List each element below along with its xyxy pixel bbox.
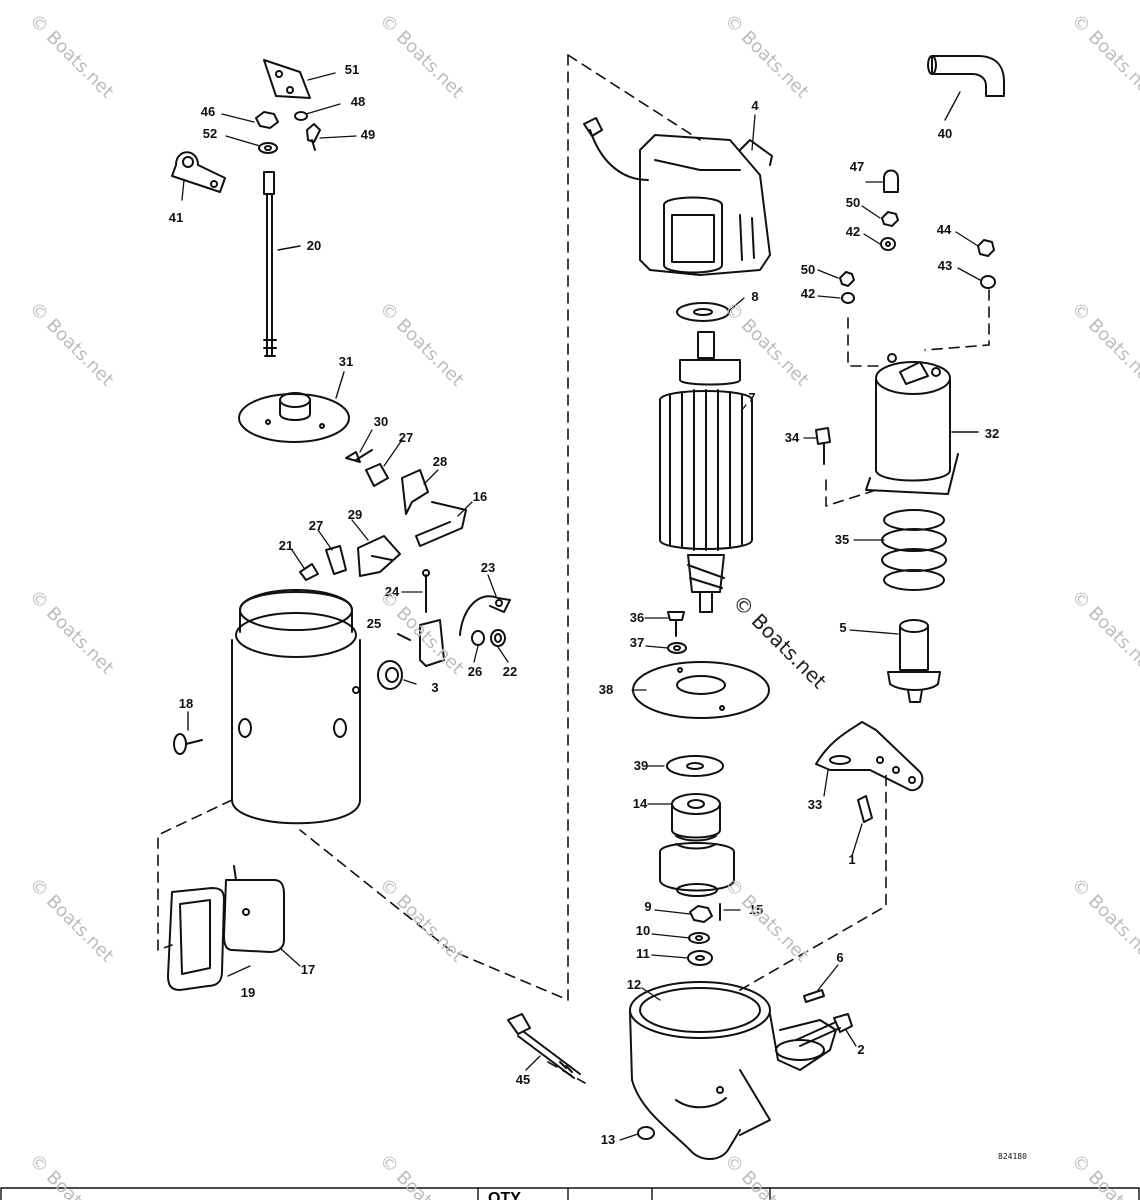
- callout-18: 18: [178, 696, 194, 711]
- callout-42b: 42: [800, 286, 816, 301]
- callout-42a: 42: [845, 224, 861, 239]
- part-51-bracket: [263, 59, 336, 99]
- part-13-nut: [637, 1126, 655, 1140]
- callout-9: 9: [644, 899, 652, 914]
- callout-17: 17: [300, 962, 316, 977]
- part-brush-hardware: [345, 449, 467, 547]
- callout-35: 35: [834, 532, 850, 547]
- part-41-clamp: [171, 151, 226, 193]
- callout-10: 10: [635, 923, 651, 938]
- part-38-plate: [632, 661, 770, 719]
- callout-30: 30: [373, 414, 389, 429]
- callout-5: 5: [839, 620, 847, 635]
- assembly-dash-lines: [157, 54, 990, 1084]
- part-8-washer: [676, 302, 730, 322]
- part-4-field-coil: [583, 117, 773, 276]
- callout-39: 39: [633, 758, 649, 773]
- part-36-37-screw-washer: [667, 611, 687, 654]
- callout-4: 4: [751, 98, 759, 113]
- callout-27b: 27: [308, 518, 324, 533]
- callout-7: 7: [748, 390, 756, 405]
- callout-36: 36: [629, 610, 645, 625]
- callout-43: 43: [937, 258, 953, 273]
- callout-8: 8: [751, 289, 759, 304]
- callout-21: 21: [278, 538, 294, 553]
- callout-2: 2: [857, 1042, 865, 1057]
- callout-47: 47: [849, 159, 865, 174]
- callout-12: 12: [626, 977, 642, 992]
- callout-50a: 50: [845, 195, 861, 210]
- diagram-code: 824180: [998, 1152, 1027, 1161]
- callout-34: 34: [784, 430, 800, 445]
- callout-27a: 27: [398, 430, 414, 445]
- part-45-bolt: [507, 1013, 581, 1079]
- part-20-through-bolt: [263, 171, 301, 357]
- part-35-spring: [881, 509, 947, 591]
- callout-45: 45: [515, 1072, 531, 1087]
- part-31-end-cap: [238, 371, 350, 443]
- callout-13: 13: [600, 1132, 616, 1147]
- part-12-drive-housing: [629, 981, 837, 1160]
- part-terminal-hardware: [397, 569, 511, 667]
- callout-25: 25: [366, 616, 382, 631]
- part-14-drive: [659, 793, 735, 897]
- part-frame-housing: [231, 589, 361, 825]
- callout-14: 14: [632, 796, 648, 811]
- part-7-armature: [659, 331, 753, 613]
- callout-11: 11: [636, 946, 650, 961]
- callout-51: 51: [344, 62, 360, 77]
- callout-52: 52: [202, 126, 218, 141]
- part-18-screw: [173, 711, 203, 755]
- callout-24: 24: [384, 584, 400, 599]
- callout-46: 46: [200, 104, 216, 119]
- callout-6: 6: [836, 950, 844, 965]
- part-16-brush-holder: [299, 535, 401, 581]
- callout-16: 29: [347, 507, 363, 522]
- callout-33: 33: [807, 797, 823, 812]
- part-solenoid-terminal-hardware: [839, 169, 996, 304]
- callout-23: 23: [480, 560, 496, 575]
- callout-31: 31: [338, 354, 354, 369]
- part-39-washer: [666, 755, 724, 777]
- part-40-boot: [927, 55, 1005, 121]
- table-header-qty: QTY: [488, 1190, 521, 1200]
- callout-38: 38: [598, 682, 614, 697]
- callout-41: 41: [168, 210, 184, 225]
- callout-1: 1: [848, 852, 856, 867]
- part-2-bolt-6-pin: [795, 989, 853, 1047]
- callout-20: 20: [306, 238, 322, 253]
- callout-26: 26: [467, 664, 483, 679]
- part-32-solenoid: [865, 353, 979, 495]
- part-19-gasket-17-cover: [167, 865, 285, 991]
- part-9-10-11-15-hardware: [687, 903, 721, 966]
- part-34-screw: [815, 427, 831, 465]
- callout-48: 48: [350, 94, 366, 109]
- part-hardware-top-left: [255, 111, 321, 154]
- callout-50b: 50: [800, 262, 816, 277]
- callout-49: 49: [360, 127, 376, 142]
- callout-3: 3: [431, 680, 439, 695]
- callout-29: 16: [472, 489, 488, 504]
- callout-32: 32: [984, 426, 1000, 441]
- callout-28: 28: [432, 454, 448, 469]
- callout-37: 37: [629, 635, 645, 650]
- callout-44: 44: [936, 222, 952, 237]
- callout-22: 22: [502, 664, 518, 679]
- part-33-lever-1-pin: [815, 721, 924, 823]
- callout-15: 15: [748, 902, 764, 917]
- callout-40: 40: [937, 126, 953, 141]
- part-5-plunger: [887, 619, 941, 703]
- part-3-grommet: [377, 660, 417, 690]
- leader-lines: [181, 103, 981, 1141]
- parts-table-border: [0, 1187, 1140, 1200]
- callout-19: 19: [240, 985, 256, 1000]
